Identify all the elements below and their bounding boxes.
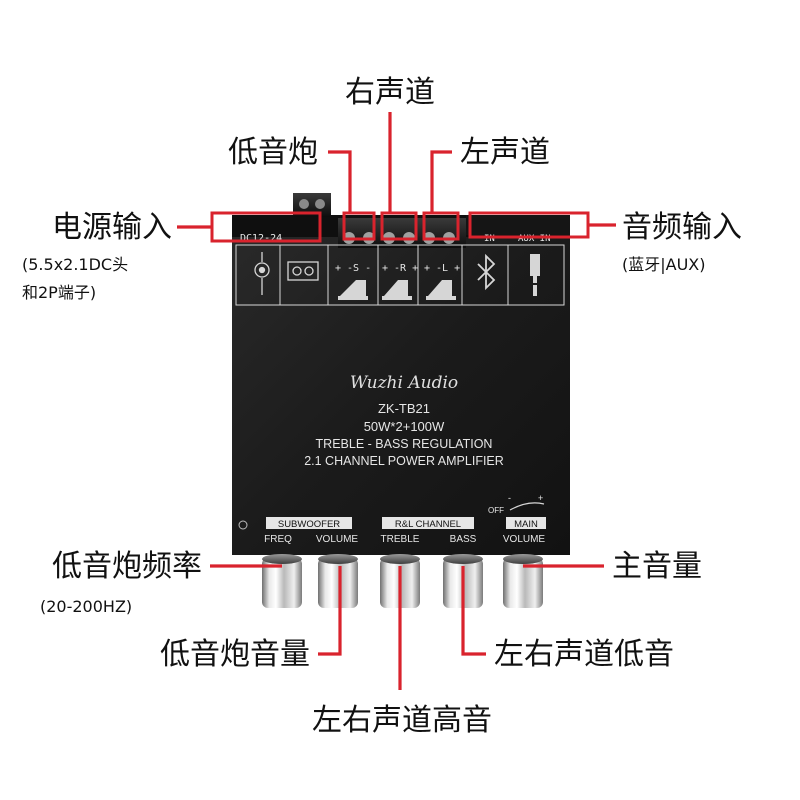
off-label: OFF (488, 506, 504, 515)
volume-ramp-icon (509, 502, 545, 511)
knob-label-bass: BASS (450, 534, 477, 545)
description-text: 2.1 CHANNEL POWER AMPLIFIER (304, 454, 504, 468)
knob-label-treble: TREBLE (381, 534, 420, 545)
speaker-icon-s (338, 280, 368, 300)
knob-label-sub-volume: VOLUME (316, 534, 359, 545)
callout-lr-bass: 左右声道低音 (494, 637, 674, 672)
callout-main-volume: 主音量 (612, 549, 702, 584)
mounting-hole-icon (238, 520, 248, 530)
dc-jack-icon (254, 252, 270, 295)
callout-audio-input: 音频输入 (622, 210, 742, 245)
knob-label-main-volume: VOLUME (503, 534, 546, 545)
callout-lines (177, 112, 616, 690)
callout-lr-treble: 左右声道高音 (312, 703, 492, 738)
bluetooth-icon (477, 253, 496, 291)
group-label-subwoofer: SUBWOOFER (278, 519, 340, 530)
in-label: IN (484, 234, 495, 244)
knob-label-freq: FREQ (264, 534, 292, 545)
speaker-icon-r (382, 280, 412, 300)
amplifier-board: DC12-24 IN AUX IN + -S - + -R + + -L + (232, 193, 570, 555)
dc-label: DC12-24 (240, 233, 282, 244)
speaker-label-l: + -L + (424, 263, 460, 274)
callout-audio-input-note: (蓝牙|AUX) (622, 255, 706, 274)
model-number: ZK-TB21 (378, 401, 430, 416)
power-spec: 50W*2+100W (364, 419, 445, 434)
aux-plug-icon (530, 254, 540, 296)
top-panel-frame (235, 244, 565, 306)
knob-main-volume[interactable] (503, 554, 543, 608)
callout-sub-frequency-note: (20-200HZ) (40, 597, 132, 616)
callout-power-input-note-2: 和2P端子) (22, 283, 96, 302)
speaker-label-s: + -S - (335, 263, 371, 274)
callout-right-channel: 右声道 (345, 75, 435, 110)
callout-sub-frequency: 低音炮频率 (52, 549, 202, 584)
callout-power-input: 电源输入 (52, 210, 172, 245)
speaker-icon-l (426, 280, 456, 300)
aux-jack-housing (466, 215, 570, 235)
group-label-rl-channel: R&L CHANNEL (395, 519, 461, 530)
callout-sub-volume: 低音炮音量 (160, 637, 310, 672)
speaker-terminal-block (338, 218, 466, 248)
brand-logo: Wuzhi Audio (350, 373, 458, 393)
terminal-2p-icon (287, 261, 319, 281)
knob-freq[interactable] (262, 554, 302, 608)
regulation-text: TREBLE - BASS REGULATION (316, 437, 493, 451)
knob-sub-volume[interactable] (318, 554, 358, 608)
plus-label: + (538, 493, 543, 503)
aux-label: AUX IN (518, 234, 551, 244)
minus-label: - (508, 493, 511, 503)
callout-left-channel: 左声道 (460, 135, 550, 170)
speaker-label-r: + -R + (382, 263, 418, 274)
group-label-main: MAIN (514, 519, 538, 530)
callout-power-input-note-1: (5.5x2.1DC头 (22, 255, 128, 274)
callout-subwoofer: 低音炮 (228, 135, 318, 170)
